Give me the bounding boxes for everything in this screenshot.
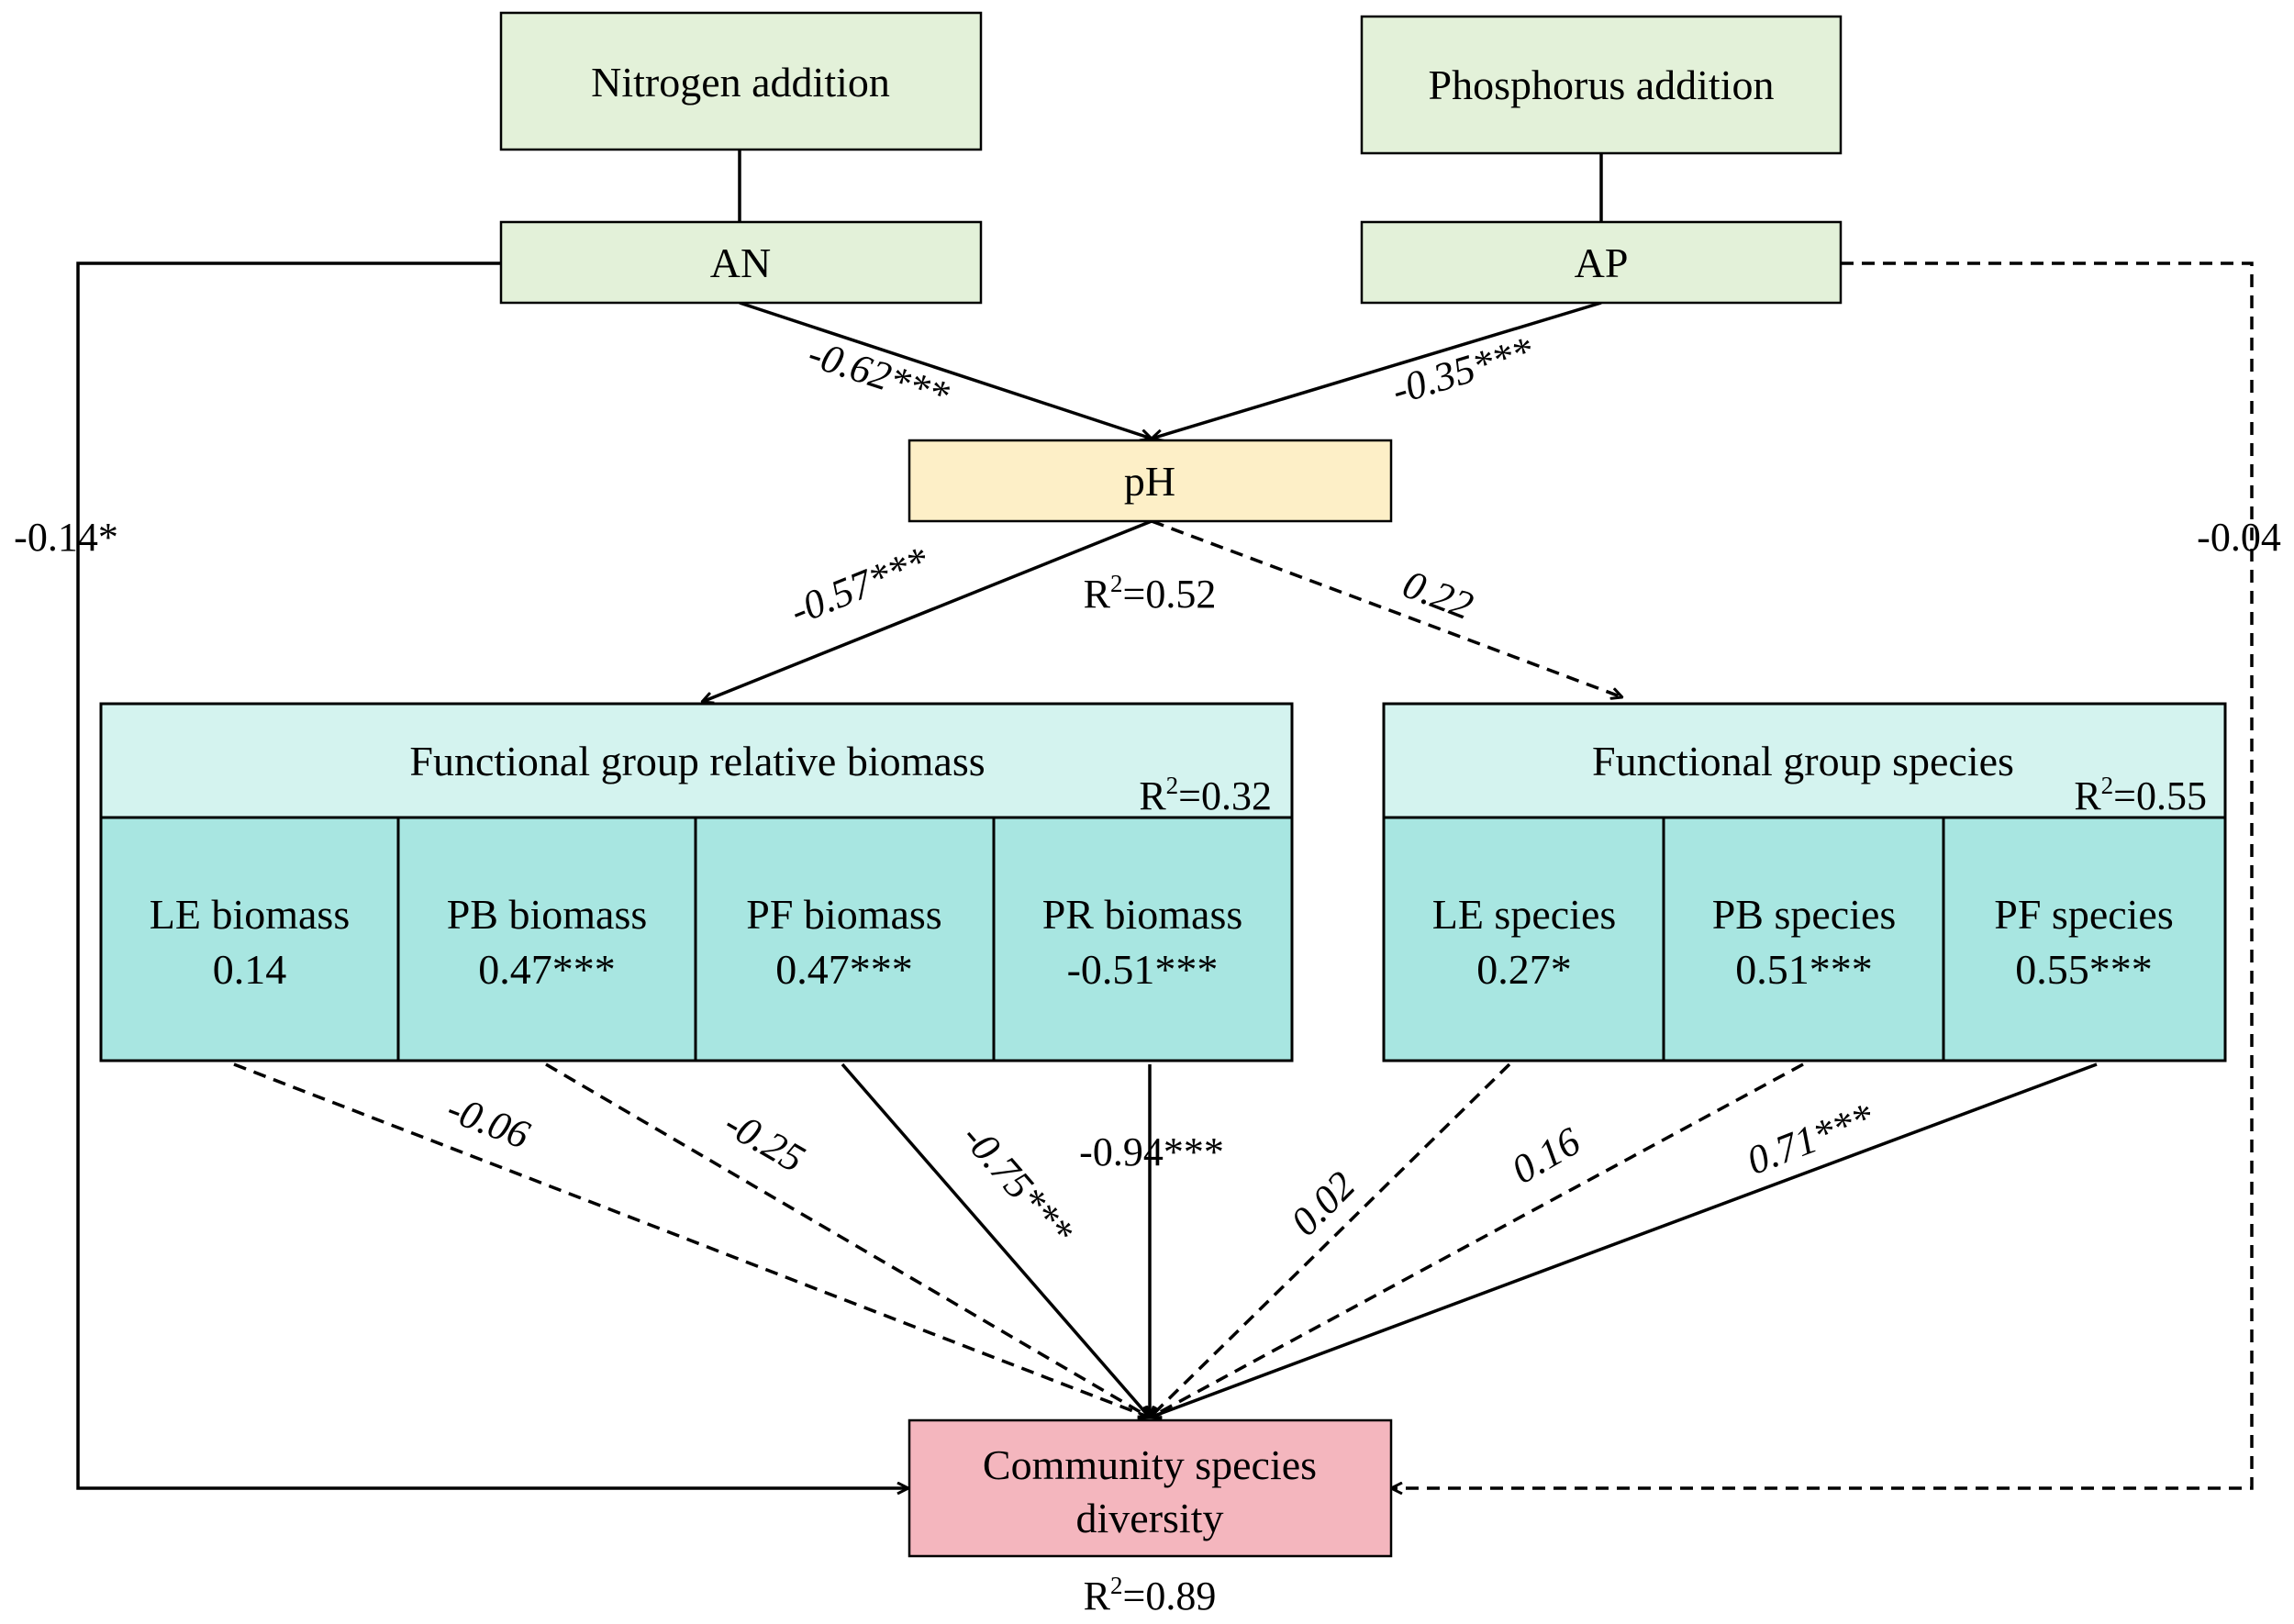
pr-biomass-value: -0.51*** [1067, 946, 1219, 993]
panel-functional-group-relative-biomass: Functional group relative biomass R2=0.3… [99, 702, 1294, 1062]
ph-label: pH [1124, 458, 1175, 505]
le-biomass-name: LE biomass [150, 891, 350, 938]
edge-le-biomass-community [233, 1062, 1150, 1418]
cell-pr-biomass: PR biomass -0.51*** [1042, 891, 1243, 993]
pb-species-value: 0.51*** [1735, 946, 1873, 993]
biomass-header [101, 704, 1292, 818]
biomass-title: Functional group relative biomass [409, 738, 985, 784]
nitrogen-label: Nitrogen addition [591, 59, 890, 106]
pf-species-value: 0.55*** [2015, 946, 2153, 993]
ph-r2: R2=0.52 [1084, 570, 1217, 617]
pb-biomass-name: PB biomass [447, 891, 648, 938]
label-ph-biomass: -0.57*** [784, 538, 935, 633]
le-species-value: 0.27* [1476, 946, 1572, 993]
pf-biomass-value: 0.47*** [775, 946, 913, 993]
an-label: AN [710, 239, 771, 286]
ap-label: AP [1575, 239, 1629, 286]
label-ap-ph: -0.35*** [1386, 328, 1538, 414]
cell-pb-species: PB species 0.51*** [1712, 891, 1897, 993]
species-cells-bg [1384, 818, 2225, 1061]
label-pb-species-community: 0.16 [1504, 1118, 1587, 1193]
nitrogen-box [499, 11, 983, 151]
node-an: AN [499, 220, 983, 305]
label-an-community: -0.14* [14, 515, 118, 560]
edge-le-species-community [1150, 1062, 1511, 1418]
edge-an-community [76, 261, 908, 1488]
edge-an-ph [739, 301, 1152, 439]
label-le-species-community: 0.02 [1282, 1162, 1364, 1244]
le-biomass-value: 0.14 [213, 946, 287, 993]
le-species-name: LE species [1432, 891, 1617, 938]
community-box [908, 1418, 1393, 1558]
community-label-line2: diversity [1076, 1495, 1224, 1541]
label-ap-community: -0.04 [2197, 515, 2281, 560]
edge-pb-species-community [1150, 1062, 1804, 1418]
ph-box [908, 439, 1393, 523]
node-community-species-diversity: Community species diversity R2=0.89 [908, 1418, 1393, 1618]
edge-ph-biomass [702, 519, 1153, 702]
cell-pf-species: PF species 0.55*** [1994, 891, 2174, 993]
panel-functional-group-species: Functional group species R2=0.55 LE spec… [1382, 702, 2227, 1062]
label-pf-biomass-community: -0.75*** [953, 1115, 1082, 1253]
edge-pf-biomass-community [841, 1062, 1150, 1418]
phosphorus-box [1360, 15, 1843, 155]
ap-box [1360, 220, 1843, 305]
species-r2: R2=0.55 [2074, 772, 2207, 818]
edge-ph-species [1151, 519, 1622, 697]
node-phosphorus-addition: Phosphorus addition [1360, 15, 1843, 155]
community-label-line1: Community species [983, 1441, 1317, 1488]
node-ph: pH R2=0.52 [908, 439, 1393, 617]
phosphorus-label: Phosphorus addition [1429, 61, 1775, 108]
node-nitrogen-addition: Nitrogen addition [499, 11, 983, 151]
label-le-biomass-community: -0.06 [441, 1085, 536, 1158]
pf-biomass-name: PF biomass [746, 891, 941, 938]
pb-species-name: PB species [1712, 891, 1897, 938]
species-title: Functional group species [1592, 738, 2014, 784]
cell-le-species: LE species 0.27* [1432, 891, 1617, 993]
pr-biomass-name: PR biomass [1042, 891, 1243, 938]
edges [76, 150, 2254, 1488]
label-pb-biomass-community: -0.25 [717, 1100, 812, 1181]
an-box [499, 220, 983, 305]
cell-pb-biomass: PB biomass 0.47*** [447, 891, 648, 993]
node-ap: AP [1360, 220, 1843, 305]
label-an-ph: -0.62*** [803, 331, 954, 418]
edge-pf-species-community [1150, 1062, 2098, 1418]
edge-ap-community [1391, 261, 2254, 1488]
pb-biomass-value: 0.47*** [478, 946, 616, 993]
species-border [1382, 702, 2227, 1062]
pf-species-name: PF species [1994, 891, 2174, 938]
cell-pf-biomass: PF biomass 0.47*** [746, 891, 941, 993]
cell-le-biomass: LE biomass 0.14 [150, 891, 350, 993]
label-pr-biomass-community: -0.94*** [1079, 1129, 1224, 1174]
species-header [1384, 704, 2225, 818]
edge-pb-biomass-community [545, 1062, 1150, 1418]
edge-ap-ph [1152, 301, 1602, 439]
community-r2: R2=0.89 [1084, 1572, 1217, 1618]
biomass-r2: R2=0.32 [1139, 772, 1272, 818]
